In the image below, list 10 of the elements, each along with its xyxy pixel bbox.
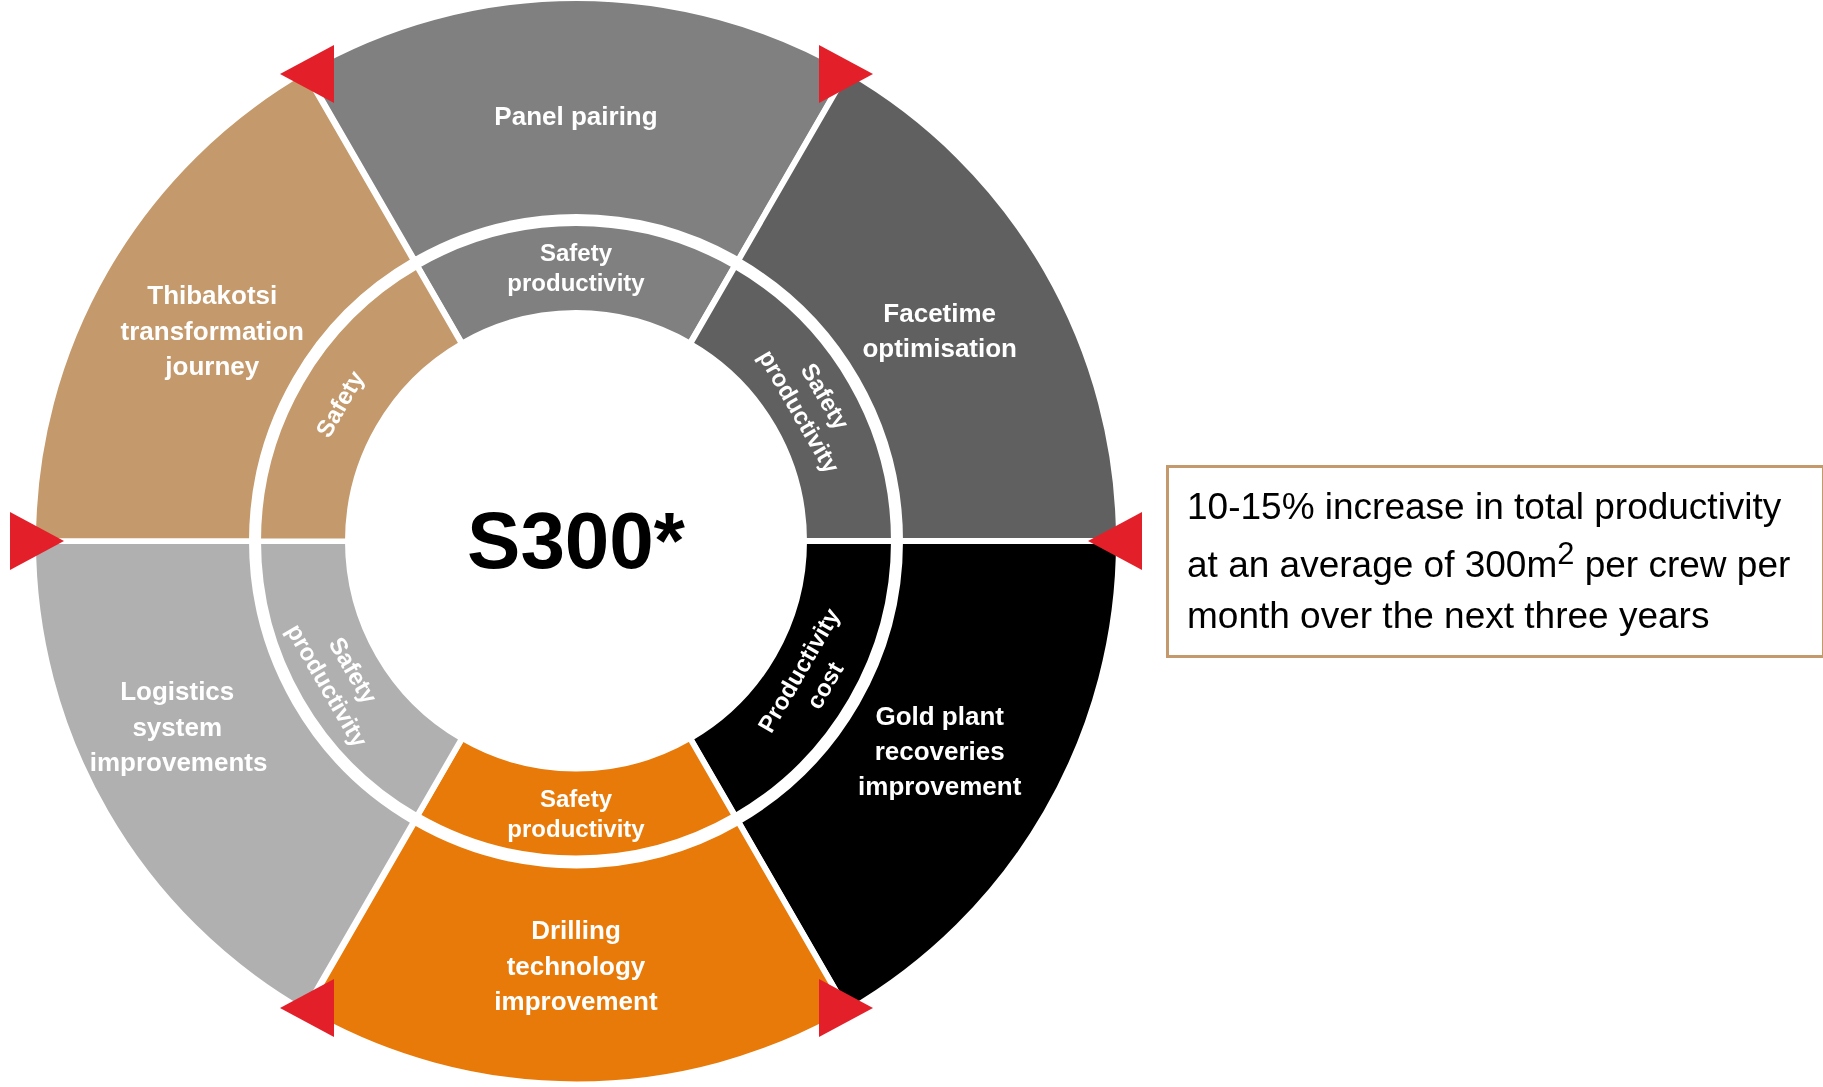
segment-sublabel: Safety productivity	[506, 238, 646, 298]
segment-label: Panel pairing	[493, 99, 659, 133]
segment-label: Thibakotsi transformation journey	[119, 279, 305, 383]
hub-label: S300*	[467, 495, 685, 587]
segment-label: Drilling technology improvement	[493, 914, 659, 1018]
segment-sublabel: Safety productivity	[506, 784, 646, 844]
segment-label: Logistics system improvements	[89, 675, 265, 779]
callout-box: 10-15% increase in total productivity at an average of 300m$^{2}$ per crew per month over the next three years	[1166, 465, 1823, 659]
segment-label: Gold plant recoveries improvement	[857, 699, 1023, 803]
segment-label: Facetime optimisation	[861, 297, 1018, 366]
